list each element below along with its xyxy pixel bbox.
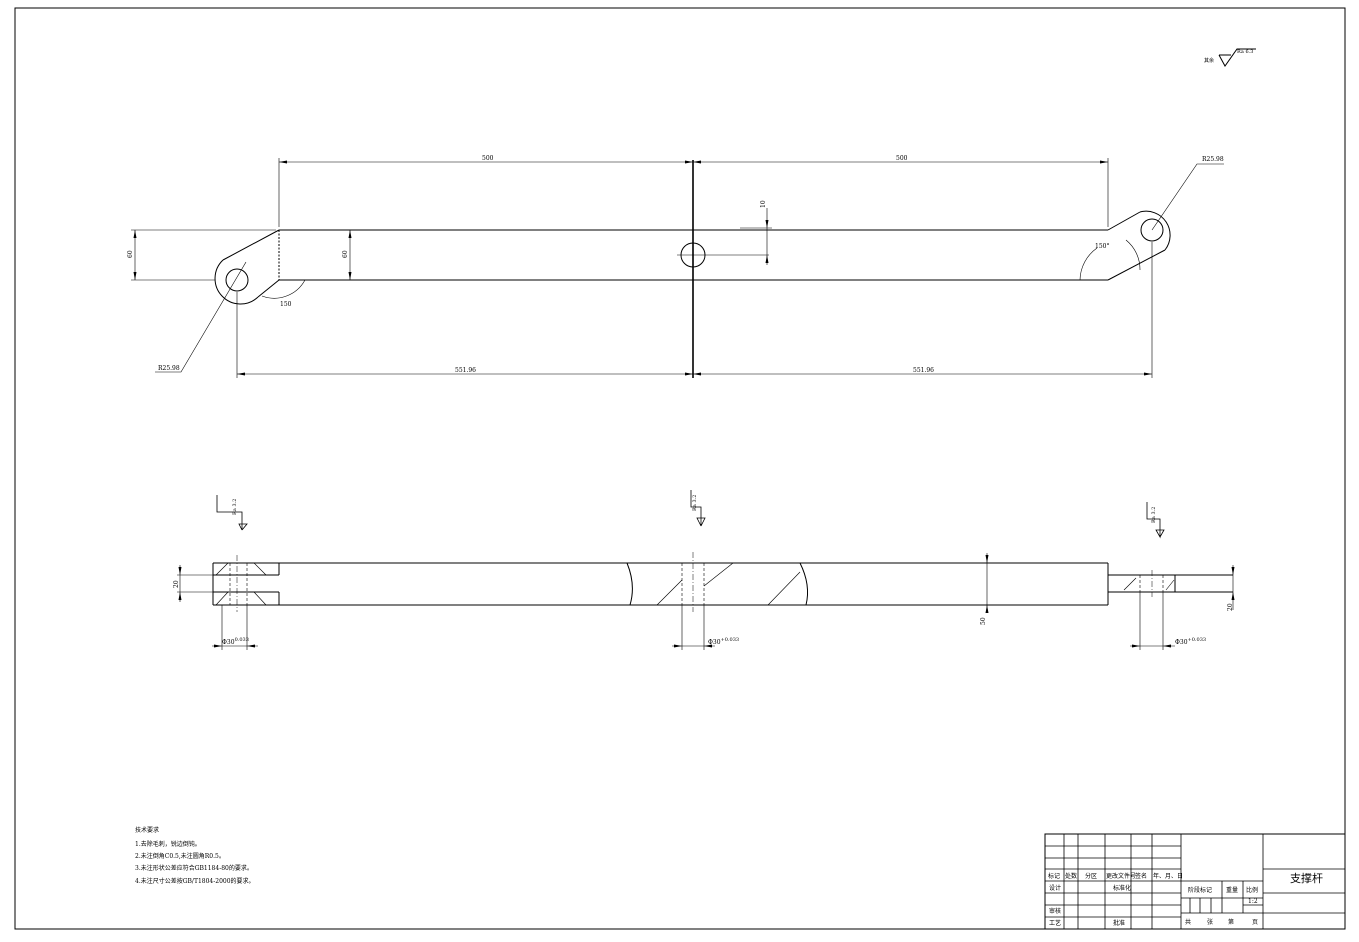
dim-half-left: 500: [482, 155, 494, 162]
tb-stage-mark: 阶段标记: [1188, 886, 1212, 894]
roughness-symbol: [1218, 48, 1256, 67]
title-block-text: 支撑杆 标记 处数 分区 更改文件号 签名 年、月、日 设计 标准化 审核 工艺…: [1048, 871, 1323, 927]
dim-span-right: 551.96: [913, 367, 934, 374]
surface-finish-prefix: 其余: [1204, 57, 1214, 64]
dim-slot-right: 20: [1227, 603, 1234, 611]
hole-left-dim: Φ300.033: [222, 637, 249, 646]
tech-req-item-1: 1.去除毛刺，锐边倒钝。: [135, 840, 201, 848]
tb-standardization: 标准化: [1113, 884, 1131, 892]
surface-finish-note: 其余 Ra 6.3: [1204, 48, 1256, 67]
title-block: [1044, 833, 1346, 930]
dim-angle-left: 150: [280, 301, 292, 308]
tb-page-label: 第: [1228, 918, 1234, 926]
hole-center-dim: Φ30+0.033: [708, 637, 739, 646]
dim-offset: 10: [760, 200, 767, 208]
dim-height-inner: 60: [342, 250, 349, 258]
dim-half-right: 500: [896, 155, 908, 162]
dim-slot-left: 20: [173, 580, 180, 588]
hole-right-dim: Φ30+0.033: [1175, 637, 1206, 646]
dim-thickness: 50: [980, 617, 987, 625]
dim-radius-right: R25.98: [1202, 156, 1224, 163]
technical-requirements: 技术要求 1.去除毛刺，锐边倒钝。 2.未注倒角C0.5,未注圆角R0.5。 3…: [135, 826, 255, 885]
roughness-center-label: Ra 3.2: [692, 495, 698, 511]
side-view: [177, 490, 1235, 650]
tb-scale-label: 比例: [1246, 886, 1258, 894]
tb-total-label: 共: [1185, 918, 1191, 926]
roughness-right-label: Ra 3.2: [1151, 507, 1157, 523]
top-view: [131, 158, 1224, 378]
roughness-symbol-center: [690, 490, 706, 527]
dim-span-left: 551.96: [455, 367, 476, 374]
tb-designer: 设计: [1049, 884, 1061, 892]
tb-weight: 重量: [1226, 886, 1238, 894]
surface-finish-value: Ra 6.3: [1237, 49, 1253, 55]
roughness-left-label: Ra 3.2: [232, 499, 238, 515]
tb-page-unit: 页: [1252, 919, 1258, 926]
roughness-symbol-right: [1146, 502, 1165, 539]
tb-approve: 批准: [1113, 919, 1125, 927]
left-eye-hole: [225, 268, 249, 292]
tb-col-change-doc: 更改文件号: [1106, 872, 1136, 880]
dim-radius-left: R25.98: [158, 365, 180, 372]
tech-req-item-3: 3.未注形状公差应符合GB1184-80的要求。: [135, 864, 253, 872]
tb-col-count: 处数: [1065, 872, 1077, 880]
tb-col-mark: 标记: [1048, 872, 1060, 880]
tb-reviewer: 审核: [1049, 907, 1061, 915]
tb-process: 工艺: [1049, 919, 1061, 927]
tech-req-heading: 技术要求: [135, 826, 159, 834]
sheet-border: [14, 7, 1346, 930]
tech-req-item-2: 2.未注倒角C0.5,未注圆角R0.5。: [135, 852, 225, 860]
tb-part-name: 支撑杆: [1290, 871, 1323, 885]
right-eye-hole: [1140, 218, 1164, 242]
tb-scale-value: 1:2: [1248, 898, 1258, 905]
tb-col-zone: 分区: [1085, 872, 1097, 880]
tb-col-sign: 签名: [1135, 872, 1147, 880]
tb-col-date: 年、月、日: [1153, 872, 1183, 880]
dim-height-outer: 60: [127, 250, 134, 258]
dim-angle-right: 150°: [1095, 243, 1109, 250]
tech-req-item-4: 4.未注尺寸公差按GB/T1804-2000的要求。: [135, 877, 255, 885]
tb-sheet-unit: 张: [1207, 918, 1213, 926]
roughness-symbol-left: [216, 495, 248, 531]
